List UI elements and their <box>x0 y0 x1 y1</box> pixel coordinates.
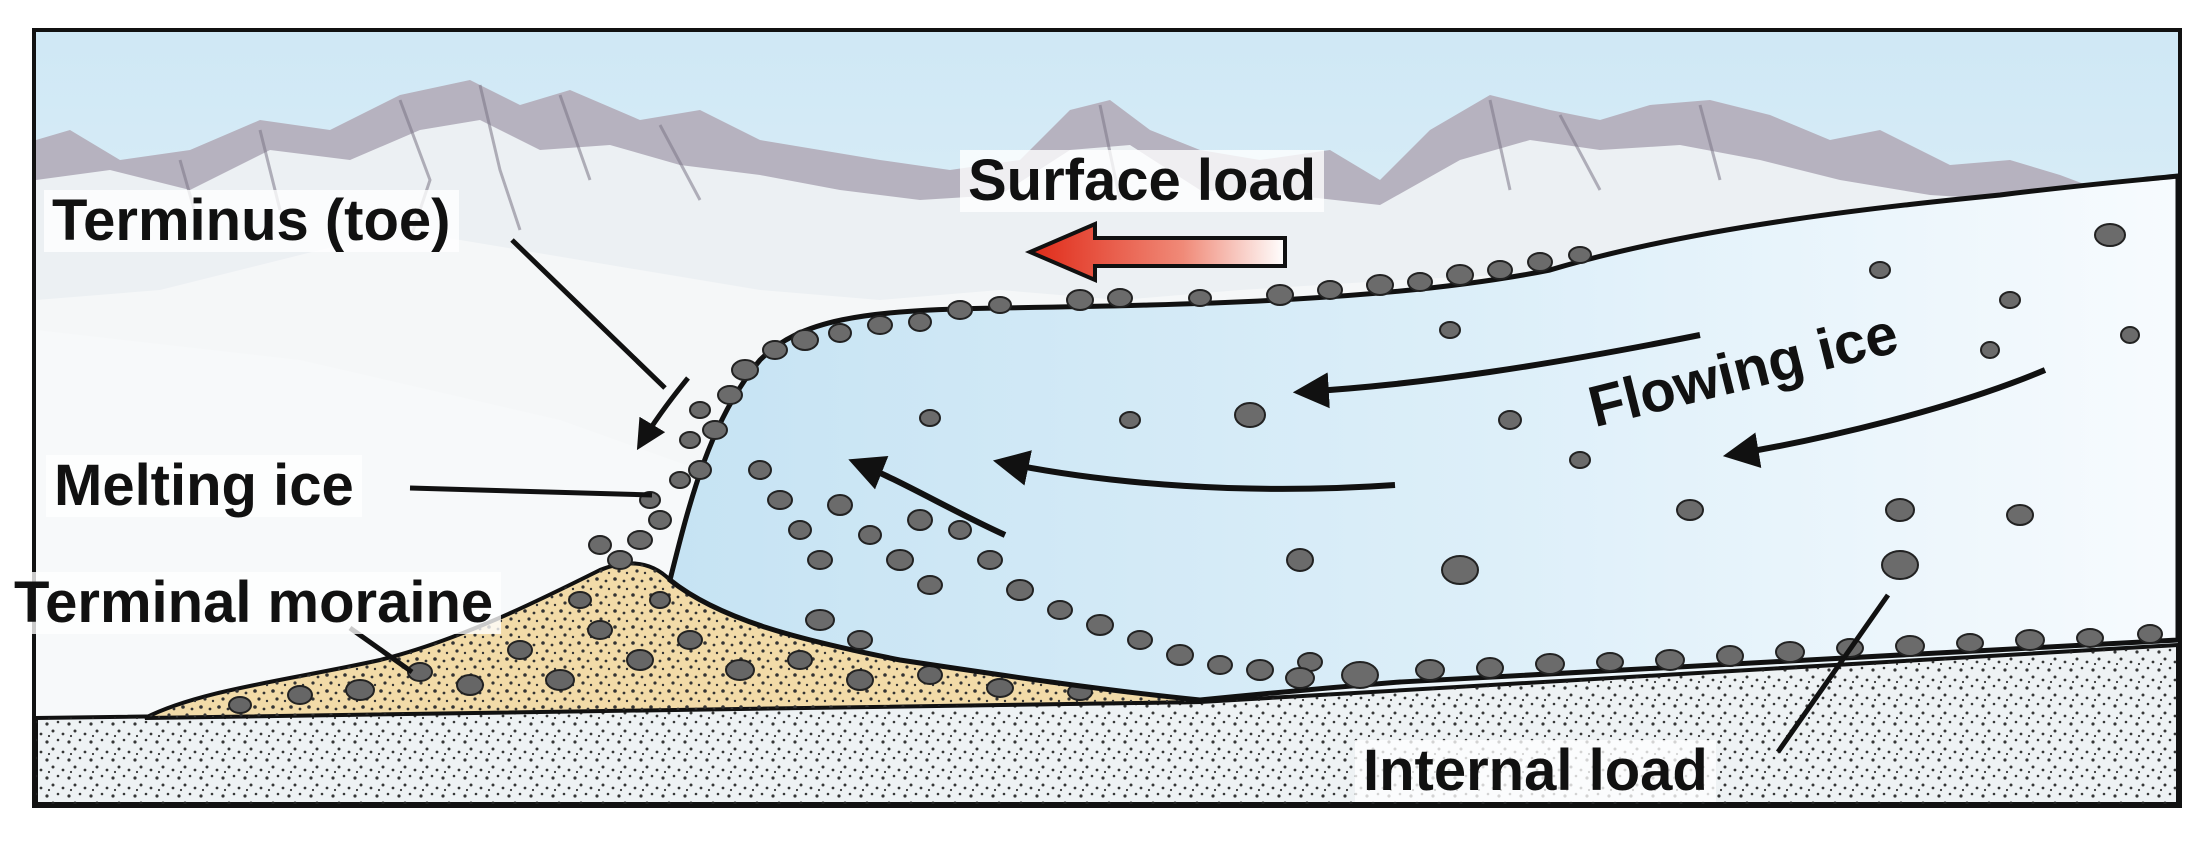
glacier-ice <box>667 173 2181 703</box>
terminal-moraine-label: Terminal moraine <box>6 572 502 634</box>
internal-load-leader <box>1775 593 1891 754</box>
flow-arrow-middle <box>992 450 1396 492</box>
melting-ice-label: Melting ice <box>46 455 362 517</box>
surface-debris <box>688 246 1592 480</box>
internal-load-label: Internal load <box>1355 740 1716 802</box>
terminus-curved-arrow <box>636 376 690 451</box>
terminus-leader <box>510 238 667 390</box>
surface-load-label: Surface load <box>960 150 1325 212</box>
melting-debris <box>588 401 711 570</box>
moraine-leader <box>348 625 414 675</box>
melting-ice-leader <box>409 485 653 498</box>
flow-arrow-right <box>1722 367 2047 469</box>
flow-arrow-lower <box>848 455 1007 538</box>
left-arrow-icon <box>1024 220 1287 284</box>
flow-arrow-upper <box>1292 332 1701 409</box>
moraine-rocks <box>228 591 1093 714</box>
flow-arrows <box>848 332 2047 538</box>
leader-lines <box>348 238 1891 754</box>
internal-debris <box>748 223 2140 681</box>
terminus-label: Terminus (toe) <box>44 190 459 252</box>
